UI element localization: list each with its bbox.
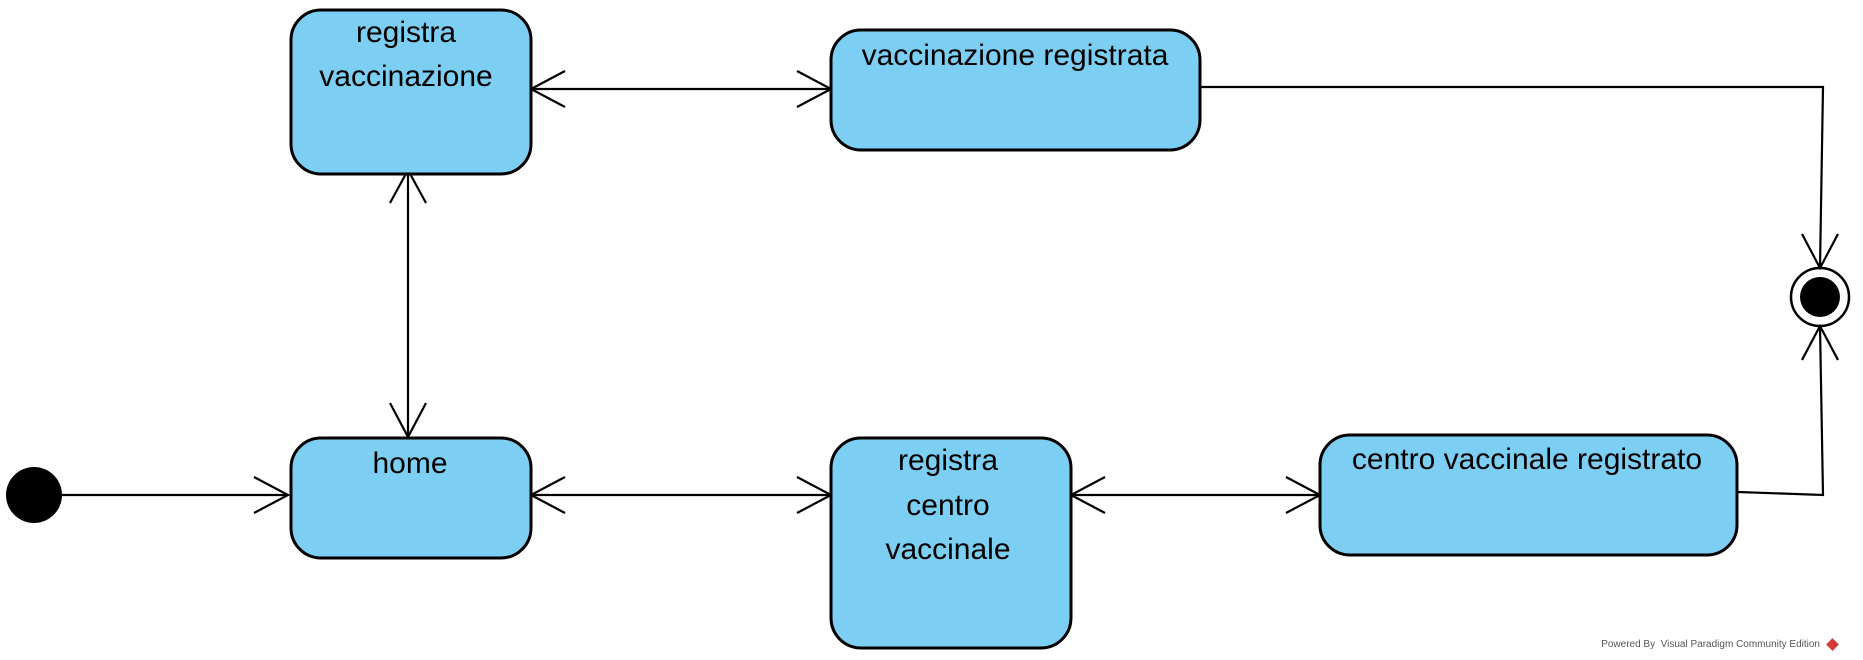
initial-node[interactable] — [6, 467, 62, 523]
transition-centro-vaccinale-registrato-to-final[interactable] — [1737, 323, 1839, 497]
state-label-line: centro vaccinale registrato — [1352, 443, 1702, 476]
visual-paradigm-logo-icon — [1826, 638, 1839, 651]
state-vaccinazione-registrata[interactable]: vaccinazione registrata — [829, 28, 1202, 152]
state-registra-vaccinazione[interactable]: registra vaccinazione — [289, 8, 533, 176]
state-home[interactable]: home — [289, 436, 533, 560]
watermark-text: Powered By Visual Paradigm Community Edi… — [1601, 639, 1820, 650]
watermark: Powered By Visual Paradigm Community Edi… — [1601, 638, 1839, 651]
transition-registra-centro-vaccinale-centro-vaccinale-registrato[interactable] — [1068, 476, 1323, 514]
state-label-line: centro — [906, 489, 989, 522]
state-label-line: vaccinazione registrata — [862, 39, 1169, 72]
state-label-line: vaccinazione — [319, 60, 492, 93]
transition-vaccinazione-registrata-to-final[interactable] — [1201, 85, 1839, 271]
state-label-line: registra — [356, 16, 456, 49]
transition-home-registra-centro-vaccinale[interactable] — [528, 476, 834, 514]
state-label-line: vaccinale — [885, 533, 1010, 566]
state-label-line: home — [372, 447, 447, 480]
state-label-line: registra — [898, 444, 998, 477]
transition-initial-to-home[interactable] — [62, 476, 291, 514]
state-centro-vaccinale-registrato[interactable]: centro vaccinale registrato — [1318, 433, 1739, 557]
transition-home-registra-vaccinazione[interactable] — [389, 167, 427, 440]
final-node[interactable] — [1789, 266, 1851, 328]
state-registra-centro-vaccinale[interactable]: registra centro vaccinale — [829, 436, 1073, 650]
transition-registra-vaccinazione-vaccinazione-registrata[interactable] — [528, 70, 834, 108]
